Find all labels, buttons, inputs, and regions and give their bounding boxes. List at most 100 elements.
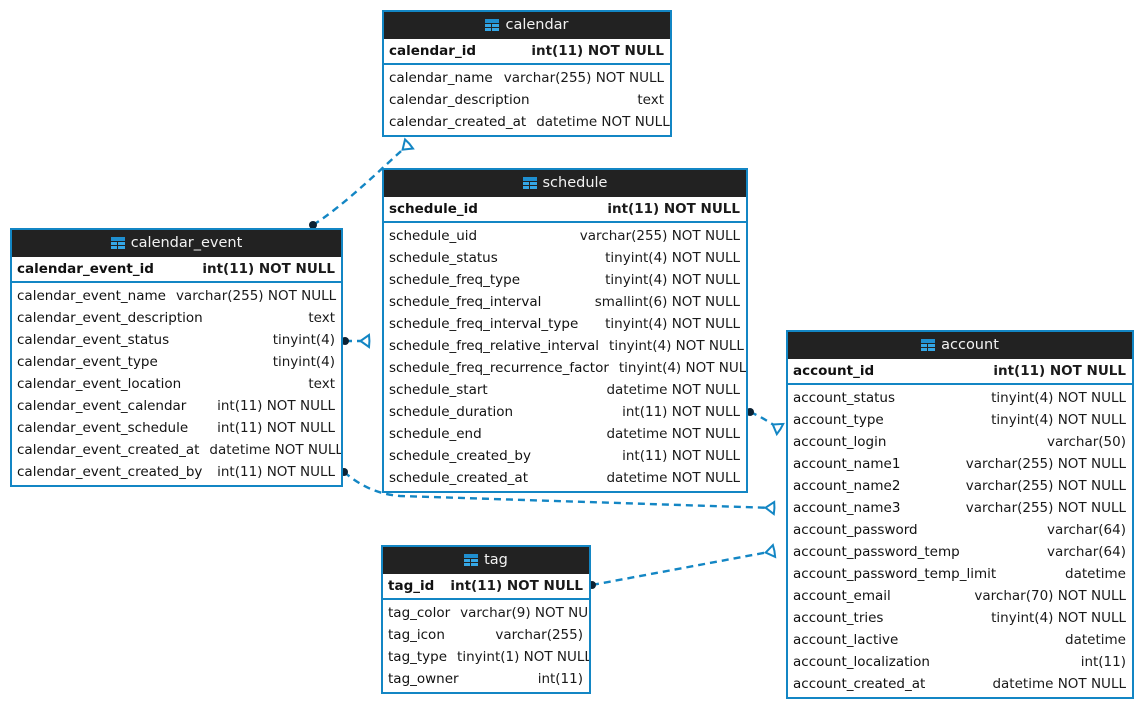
attribute-type: tinyint(4) NOT NULL [605,272,740,288]
attribute-name: calendar_event_created_by [17,464,203,480]
entity-title: schedule [542,174,608,191]
table-icon [522,177,537,189]
attribute-name: calendar_event_name [17,288,166,304]
attribute-name: account_email [793,588,891,604]
attribute-name: calendar_event_id [17,261,154,277]
attribute-type: varchar(255) [495,627,583,643]
attribute-type: int(11) NOT NULL [217,398,335,414]
attribute-type: datetime [1065,566,1126,582]
relationship-schedule-to-account[interactable] [746,408,785,437]
attribute-type: int(11) NOT NULL [607,201,740,217]
attribute-type: datetime NOT NULL [606,382,740,398]
attribute-name: schedule_status [389,250,498,266]
table-icon [485,19,500,31]
entity-header-inner: calendar [485,16,569,33]
attribute-name: schedule_uid [389,228,478,244]
relationship-line [749,410,781,431]
entity-header[interactable]: account [788,332,1132,359]
attribute-name: schedule_freq_relative_interval [389,338,600,354]
attribute-type: varchar(9) NOT NULL [460,605,589,621]
attribute-name: account_login [793,434,887,450]
attribute-name: account_localization [793,654,930,670]
attribute-name: tag_color [388,605,451,621]
entity-header[interactable]: calendar_event [12,230,341,257]
attribute-name: calendar_event_schedule [17,420,189,436]
attribute-type: int(11) NOT NULL [531,43,664,59]
attribute-name: calendar_event_created_at [17,442,200,458]
attribute-name: schedule_created_by [389,448,531,464]
attribute-type: varchar(64) [1046,522,1126,538]
attribute-type: datetime [1065,632,1126,648]
attribute-type: int(11) NOT NULL [450,578,583,594]
attribute-name: account_status [793,390,896,406]
attribute-name: schedule_freq_recurrence_factor [389,360,609,376]
attribute-row: tag_color varchar(9) NOT NULL [383,602,589,624]
attribute-name: tag_icon [388,627,445,643]
attribute-name: schedule_end [389,426,482,442]
entity-title: calendar [505,16,569,33]
attribute-name: schedule_freq_type [389,272,521,288]
entity-title: account [941,336,999,353]
attribute-type: varchar(255) NOT NULL [503,70,664,86]
attribute-name: calendar_event_description [17,310,203,326]
attribute-type: tinyint(4) NOT NULL [605,316,740,332]
attribute-type: int(11) NOT NULL [217,420,335,436]
attribute-type: tinyint(4) [272,354,335,370]
relationship-target-hollow-diamond [763,543,777,559]
attribute-type: datetime NOT NULL [992,676,1126,692]
entity-title: calendar_event [130,234,243,251]
relationship-calendar_event-to-schedule[interactable] [341,333,371,349]
attribute-row: account_status tinyint(4) NOT NULL [788,387,1132,409]
attribute-name: tag_type [388,649,448,665]
relationship-target-hollow-diamond [763,500,776,516]
attribute-type: int(11) NOT NULL [217,464,335,480]
entity-header[interactable]: tag [383,547,589,574]
relationship-tag-to-account[interactable] [588,543,777,589]
table-icon [464,554,479,566]
attribute-type: text [308,376,335,392]
attribute-type: int(11) NOT NULL [622,448,740,464]
attribute-name: schedule_freq_interval [389,294,542,310]
entity-header[interactable]: calendar [384,12,670,39]
attribute-list: tag_color varchar(9) NOT NULL tag_icon varc… [383,600,589,692]
relationship-target-hollow-diamond [358,333,371,349]
attribute-row: schedule_freq_type tinyint(4) NOT NULL [384,269,746,291]
entity-header[interactable]: schedule [384,170,746,197]
attribute-type: int(11) [537,671,583,687]
attribute-type: tinyint(4) [272,332,335,348]
relationship-line [591,549,775,587]
attribute-type: tinyint(4) NOT NULL [991,390,1126,406]
attribute-name: account_lactive [793,632,899,648]
relationship-target-hollow-diamond [401,137,415,151]
attribute-name: schedule_duration [389,404,514,420]
attribute-name: account_type [793,412,884,428]
attribute-type: tinyint(4) NOT NULL [609,338,744,354]
attribute-row: schedule_created_by int(11) NOT NULL [384,445,746,467]
